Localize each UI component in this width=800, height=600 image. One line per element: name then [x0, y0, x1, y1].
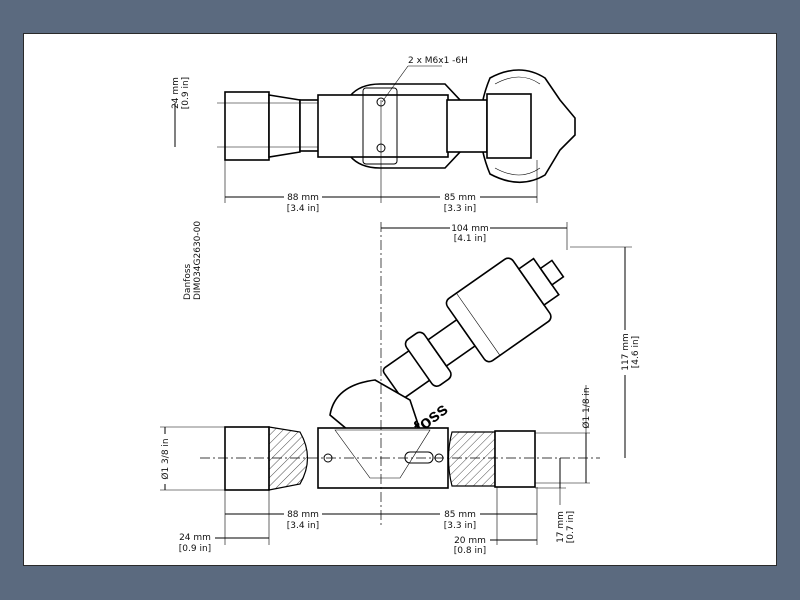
dim-text: Ø1 3/8 in: [160, 438, 171, 479]
dim-text: Ø1 1/8 in: [581, 387, 592, 428]
dim-text: 88 mm: [287, 510, 319, 520]
dim-text: [3.4 in]: [287, 521, 319, 531]
top-view: 24 mm [0.9 in] 2 x M6x1 -6H 88 mm [3.4 i…: [171, 56, 576, 214]
thread-note: 2 x M6x1 -6H: [408, 56, 468, 66]
dim-text: 117 mm: [621, 333, 631, 371]
dim-text: [4.6 in]: [631, 336, 641, 368]
dim-text: [4.1 in]: [454, 234, 486, 244]
dim-text: 85 mm: [444, 510, 476, 520]
top-actuator-rings: [494, 76, 541, 176]
drawing-id-text: DIM034G2630-00: [193, 221, 203, 300]
body-slot: [404, 451, 434, 464]
drawing-id-label: Danfoss DIM034G2630-00: [183, 221, 203, 300]
dim-text: [0.9 in]: [179, 544, 211, 554]
dim-text: 24 mm: [179, 533, 211, 543]
right-hatched-section: [447, 431, 496, 487]
top-body: [317, 94, 449, 158]
dim-text: 20 mm: [454, 536, 486, 546]
top-left-neck: [299, 99, 321, 152]
dim-text: 24 mm: [171, 77, 181, 109]
right-pipe: [494, 430, 536, 488]
brand-text: Danfoss: [183, 263, 193, 300]
dim-text: [0.9 in]: [181, 77, 191, 109]
dim-text: 104 mm: [451, 224, 489, 234]
dim-text: 85 mm: [444, 193, 476, 203]
actuator-connector: [539, 259, 565, 286]
top-right-pipe: [486, 93, 532, 159]
dim-text: [3.3 in]: [444, 204, 476, 214]
dim-text: 88 mm: [287, 193, 319, 203]
dim-text: [0.7 in]: [566, 511, 576, 543]
body-upper-boss: [329, 379, 422, 441]
dim-text: 17 mm: [556, 511, 566, 543]
top-left-pipe: [224, 91, 270, 161]
front-view: Danfoss 104 mm [4.1 in] 117 mm [4.6 in] …: [160, 221, 641, 556]
top-left-taper: [268, 94, 301, 158]
front-actuator: [382, 257, 565, 399]
dim-text: [3.3 in]: [444, 521, 476, 531]
dim-text: [3.4 in]: [287, 204, 319, 214]
top-right-neck: [446, 99, 488, 153]
left-pipe: [224, 426, 270, 491]
dim-text: [0.8 in]: [454, 546, 486, 556]
left-hatched-section: [268, 426, 309, 491]
top-mount-block: [362, 87, 398, 165]
